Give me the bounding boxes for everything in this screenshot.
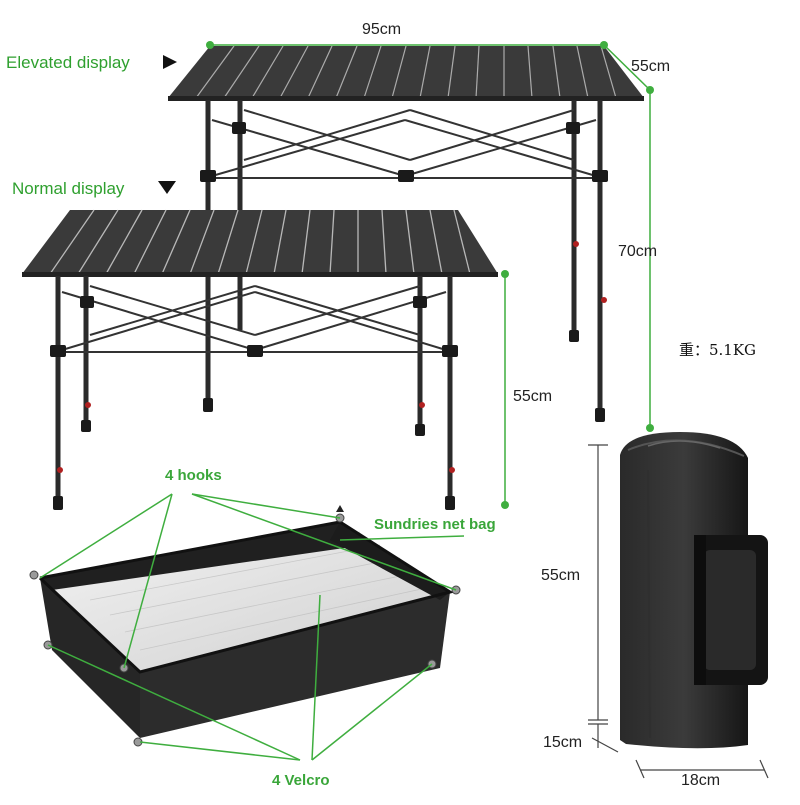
table-depth-label: 55cm	[631, 58, 671, 75]
carry-bag	[620, 432, 768, 749]
bag-width-label: 18cm	[681, 772, 721, 789]
hooks-label: 4 hooks	[165, 467, 222, 484]
sundries-net-bag-label: Sundries net bag	[374, 516, 496, 533]
dimension-lines	[39, 44, 651, 761]
triangle-right-icon	[163, 55, 177, 69]
elevated-height-label: 70cm	[618, 243, 658, 260]
elevated-table	[168, 45, 644, 422]
normal-height-label: 55cm	[513, 388, 553, 405]
small-triangle-icon	[336, 505, 344, 512]
weight-label: 重：5.1KG	[679, 341, 757, 359]
normal-table	[22, 209, 498, 510]
bag-dimension-lines	[588, 444, 769, 779]
sundries-net-bag	[29, 513, 461, 747]
normal-display-label: Normal display	[12, 179, 125, 198]
bag-base-label: 15cm	[543, 734, 583, 751]
triangle-down-icon	[158, 181, 176, 194]
elevated-display-label: Elevated display	[6, 53, 130, 72]
bag-height-label: 55cm	[541, 567, 581, 584]
table-width-label: 95cm	[362, 21, 402, 38]
velcro-label: 4 Velcro	[272, 772, 330, 789]
